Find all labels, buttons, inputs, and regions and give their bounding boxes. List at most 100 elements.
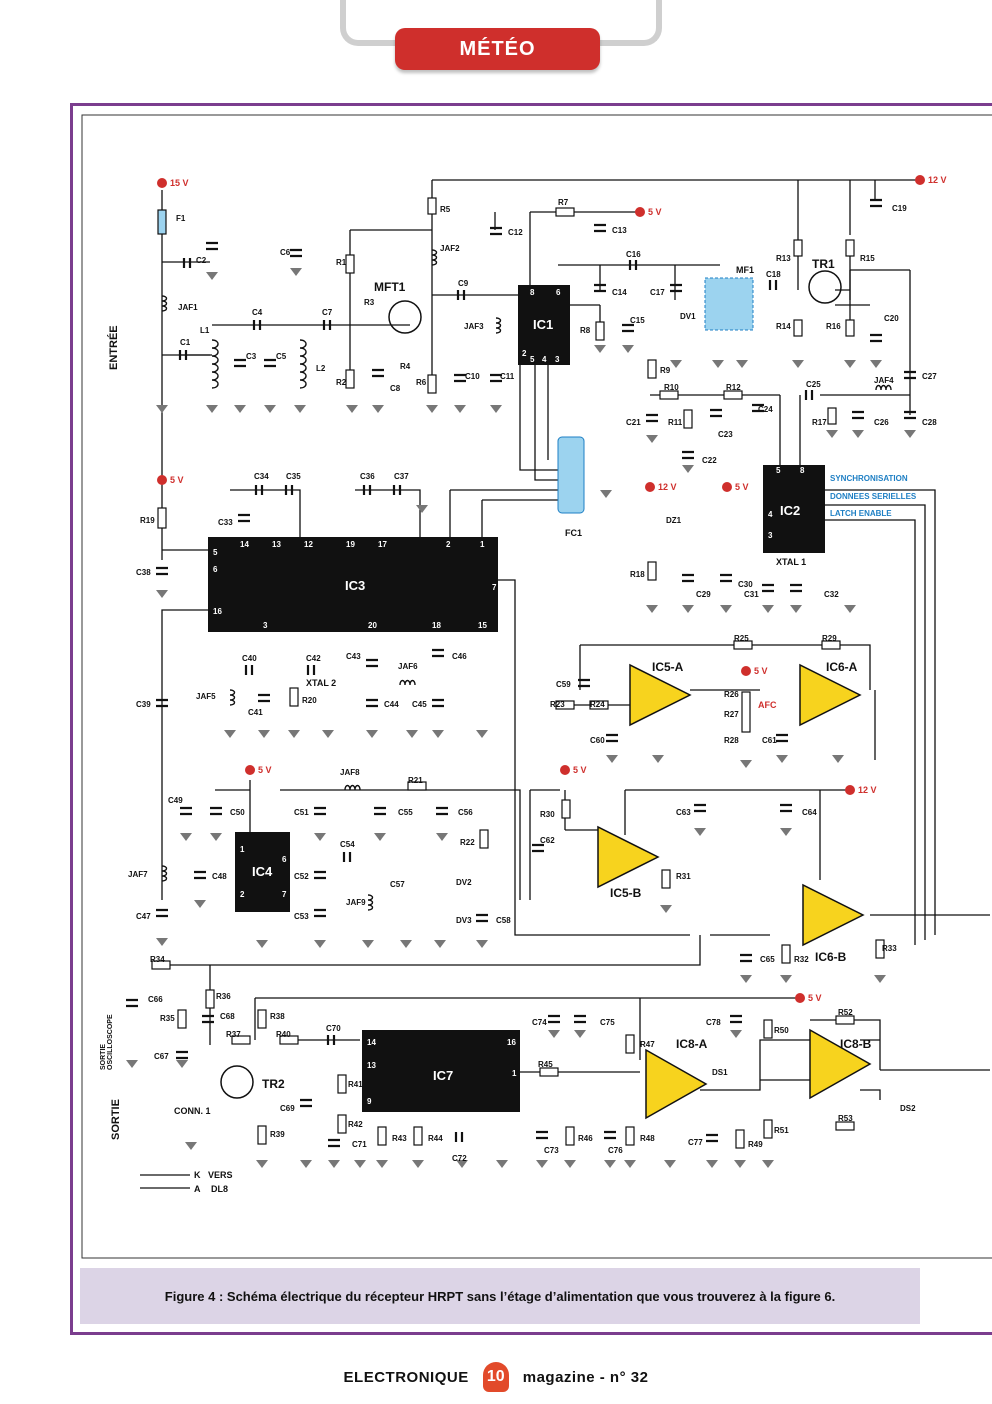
ic6b-label: IC6-B bbox=[815, 950, 847, 964]
component-label-c57: C57 bbox=[390, 880, 405, 889]
component-label-c16: C16 bbox=[626, 250, 641, 259]
svg-text:13: 13 bbox=[272, 540, 281, 549]
component-label-c18: C18 bbox=[766, 270, 781, 279]
component-label-r19: R19 bbox=[140, 516, 155, 525]
component-label-r5: R5 bbox=[440, 205, 451, 214]
component-label-c23: C23 bbox=[718, 430, 733, 439]
svg-text:16: 16 bbox=[507, 1038, 516, 1047]
component-label-c6: C6 bbox=[280, 248, 291, 257]
component-label-r30: R30 bbox=[540, 810, 555, 819]
component-label-r32: R32 bbox=[794, 955, 809, 964]
component-label-r8: R8 bbox=[580, 326, 591, 335]
component-label-r1: R1 bbox=[336, 258, 347, 267]
component-label-r9: R9 bbox=[660, 366, 671, 375]
label-5v-ic8: 5 V bbox=[808, 993, 822, 1003]
section-title: MÉTÉO bbox=[459, 37, 536, 60]
component-label-r31: R31 bbox=[676, 872, 691, 881]
ic4-label: IC4 bbox=[252, 864, 273, 879]
component-label-c7: C7 bbox=[322, 308, 333, 317]
svg-text:7: 7 bbox=[492, 583, 497, 592]
component-label-r48: R48 bbox=[640, 1134, 655, 1143]
component-label-c9: C9 bbox=[458, 279, 469, 288]
schematic-border bbox=[81, 114, 992, 1259]
svg-text:16: 16 bbox=[213, 607, 222, 616]
component-label-r40: R40 bbox=[276, 1030, 291, 1039]
svg-text:4: 4 bbox=[542, 355, 547, 364]
component-label-c3: C3 bbox=[246, 352, 257, 361]
component-label-r29: R29 bbox=[822, 634, 837, 643]
component-label-r22: R22 bbox=[460, 838, 475, 847]
svg-text:15: 15 bbox=[478, 621, 487, 630]
label-12v-top: 12 V bbox=[928, 175, 947, 185]
svg-text:6: 6 bbox=[282, 855, 287, 864]
component-label-ds1: DS1 bbox=[712, 1068, 728, 1077]
component-label-r25: R25 bbox=[734, 634, 749, 643]
component-label-r35: R35 bbox=[160, 1014, 175, 1023]
component-label-c50: C50 bbox=[230, 808, 245, 817]
label-entree: ENTRÉE bbox=[108, 325, 120, 370]
svg-text:13: 13 bbox=[367, 1061, 376, 1070]
fc1-filter bbox=[557, 436, 585, 514]
component-label-c55: C55 bbox=[398, 808, 413, 817]
component-label-c8: C8 bbox=[390, 384, 401, 393]
component-label-r17: R17 bbox=[812, 418, 827, 427]
label-15v: 15 V bbox=[170, 178, 189, 188]
component-label-r20: R20 bbox=[302, 696, 317, 705]
component-label-r6: R6 bbox=[416, 378, 427, 387]
component-label-r18: R18 bbox=[630, 570, 645, 579]
component-label-r3: R3 bbox=[364, 298, 375, 307]
svg-text:3: 3 bbox=[768, 531, 773, 540]
component-label-r12: R12 bbox=[726, 383, 741, 392]
component-label-c37: C37 bbox=[394, 472, 409, 481]
label-12v-ic6b: 12 V bbox=[858, 785, 877, 795]
component-label-r38: R38 bbox=[270, 1012, 285, 1021]
component-label-f1: F1 bbox=[176, 214, 186, 223]
component-label-r41: R41 bbox=[348, 1080, 363, 1089]
component-label-r37: R37 bbox=[226, 1030, 241, 1039]
component-label-c32: C32 bbox=[824, 590, 839, 599]
svg-text:8: 8 bbox=[800, 466, 805, 475]
component-label-c17: C17 bbox=[650, 288, 665, 297]
component-label-r42: R42 bbox=[348, 1120, 363, 1129]
capacitors bbox=[126, 198, 916, 1148]
ic2-label: IC2 bbox=[780, 503, 801, 518]
component-label-c34: C34 bbox=[254, 472, 269, 481]
component-label-c48: C48 bbox=[212, 872, 227, 881]
component-label-c59: C59 bbox=[556, 680, 571, 689]
component-label-r51: R51 bbox=[774, 1126, 789, 1135]
component-label-r53: R53 bbox=[838, 1114, 853, 1123]
component-label-c31: C31 bbox=[744, 590, 759, 599]
component-label-r14: R14 bbox=[776, 322, 791, 331]
signal-sync: SYNCHRONISATION bbox=[830, 474, 908, 483]
label-dl8: DL8 bbox=[211, 1184, 229, 1194]
component-label-c72: C72 bbox=[452, 1154, 467, 1163]
component-label-c63: C63 bbox=[676, 808, 691, 817]
component-label-c70: C70 bbox=[326, 1024, 341, 1033]
publication-name: ELECTRONIQUE bbox=[343, 1368, 469, 1386]
component-label-c62: C62 bbox=[540, 836, 555, 845]
signal-latch: LATCH ENABLE bbox=[830, 509, 892, 518]
component-label-c78: C78 bbox=[706, 1018, 721, 1027]
label-a: A bbox=[194, 1184, 201, 1194]
component-label-jaf6: JAF6 bbox=[398, 662, 418, 671]
component-label-c14: C14 bbox=[612, 288, 627, 297]
ic6a-label: IC6-A bbox=[826, 660, 858, 674]
component-label-r45: R45 bbox=[538, 1060, 553, 1069]
component-label-r24: R24 bbox=[590, 700, 605, 709]
figure-caption: Figure 4 : Schéma électrique du récepteu… bbox=[80, 1268, 920, 1324]
component-label-c46: C46 bbox=[452, 652, 467, 661]
label-conn1: CONN. 1 bbox=[174, 1106, 211, 1116]
component-label-r23: R23 bbox=[550, 700, 565, 709]
component-label-ds2: DS2 bbox=[900, 1104, 916, 1113]
svg-text:3: 3 bbox=[263, 621, 268, 630]
svg-text:5: 5 bbox=[213, 548, 218, 557]
label-afc: AFC bbox=[758, 700, 777, 710]
component-label-jaf5: JAF5 bbox=[196, 692, 216, 701]
component-label-c19: C19 bbox=[892, 204, 907, 213]
component-label-c15: C15 bbox=[630, 316, 645, 325]
svg-text:2: 2 bbox=[522, 349, 527, 358]
component-label-c61: C61 bbox=[762, 736, 777, 745]
component-label-c52: C52 bbox=[294, 872, 309, 881]
component-label-c2: C2 bbox=[196, 256, 207, 265]
component-label-jaf4: JAF4 bbox=[874, 376, 894, 385]
